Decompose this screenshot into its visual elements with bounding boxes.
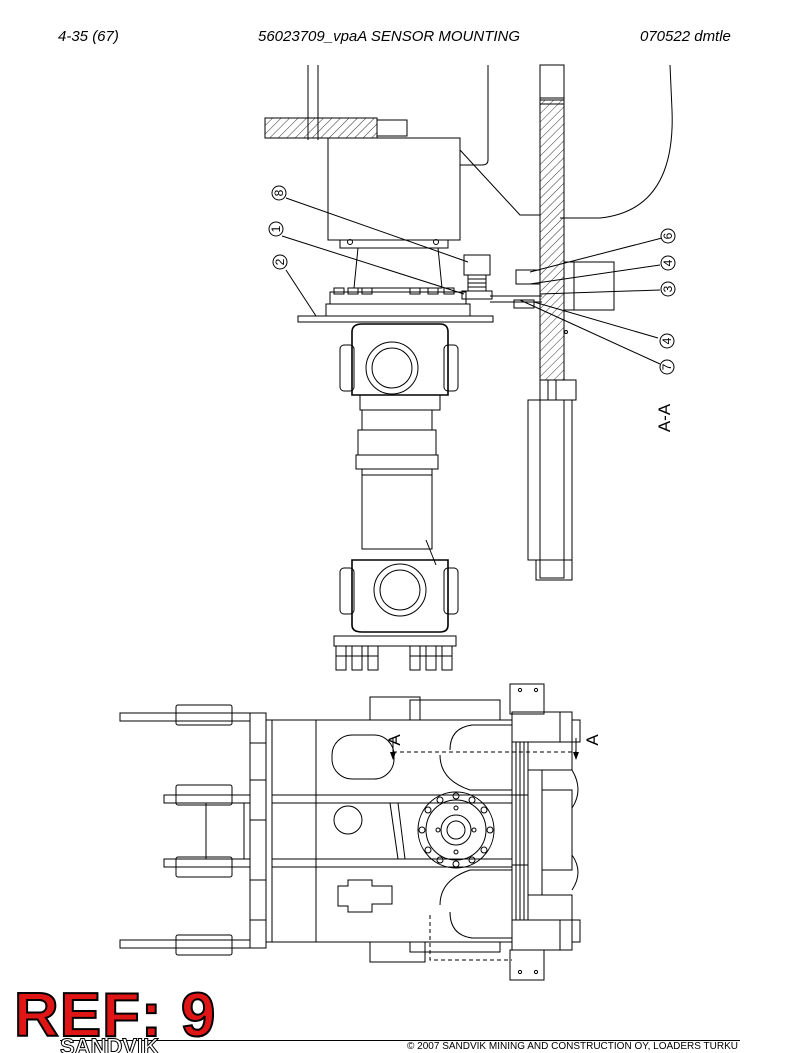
section-view-label: A-A (655, 403, 674, 432)
drawing-title: 56023709_vpaA SENSOR MOUNTING (258, 28, 521, 45)
callout-2: 2 (272, 254, 288, 270)
section-marker-left: A (385, 734, 404, 746)
svg-text:3: 3 (661, 285, 675, 292)
leader-lines (281, 197, 663, 365)
callout-4-lower: 4 (659, 333, 675, 349)
section-view-a-a (264, 64, 673, 671)
plan-view (119, 683, 581, 981)
ref-stamp: REF: 9 (13, 981, 217, 1050)
callout-3: 3 (660, 281, 676, 297)
callout-1: 1 (268, 221, 284, 237)
page-reference: 4-35 (67) (58, 28, 119, 45)
copyright-notice: © 2007 SANDVIK MINING AND CONSTRUCTION O… (407, 1041, 738, 1052)
footer-rule (60, 1040, 740, 1041)
svg-text:4: 4 (661, 259, 675, 266)
svg-text:2: 2 (273, 258, 287, 265)
section-marker-right: A (583, 734, 602, 746)
svg-text:6: 6 (661, 232, 675, 239)
svg-text:1: 1 (269, 225, 283, 232)
svg-text:8: 8 (272, 189, 286, 196)
callout-6: 6 (660, 228, 676, 244)
callout-7: 7 (659, 359, 675, 375)
brand-logo: SANDVIK (60, 1036, 160, 1053)
callout-4-upper: 4 (660, 255, 676, 271)
callout-8: 8 (271, 185, 287, 201)
date-code: 070522 dmtle (640, 28, 731, 45)
svg-text:4: 4 (660, 337, 674, 344)
svg-text:7: 7 (660, 363, 674, 370)
